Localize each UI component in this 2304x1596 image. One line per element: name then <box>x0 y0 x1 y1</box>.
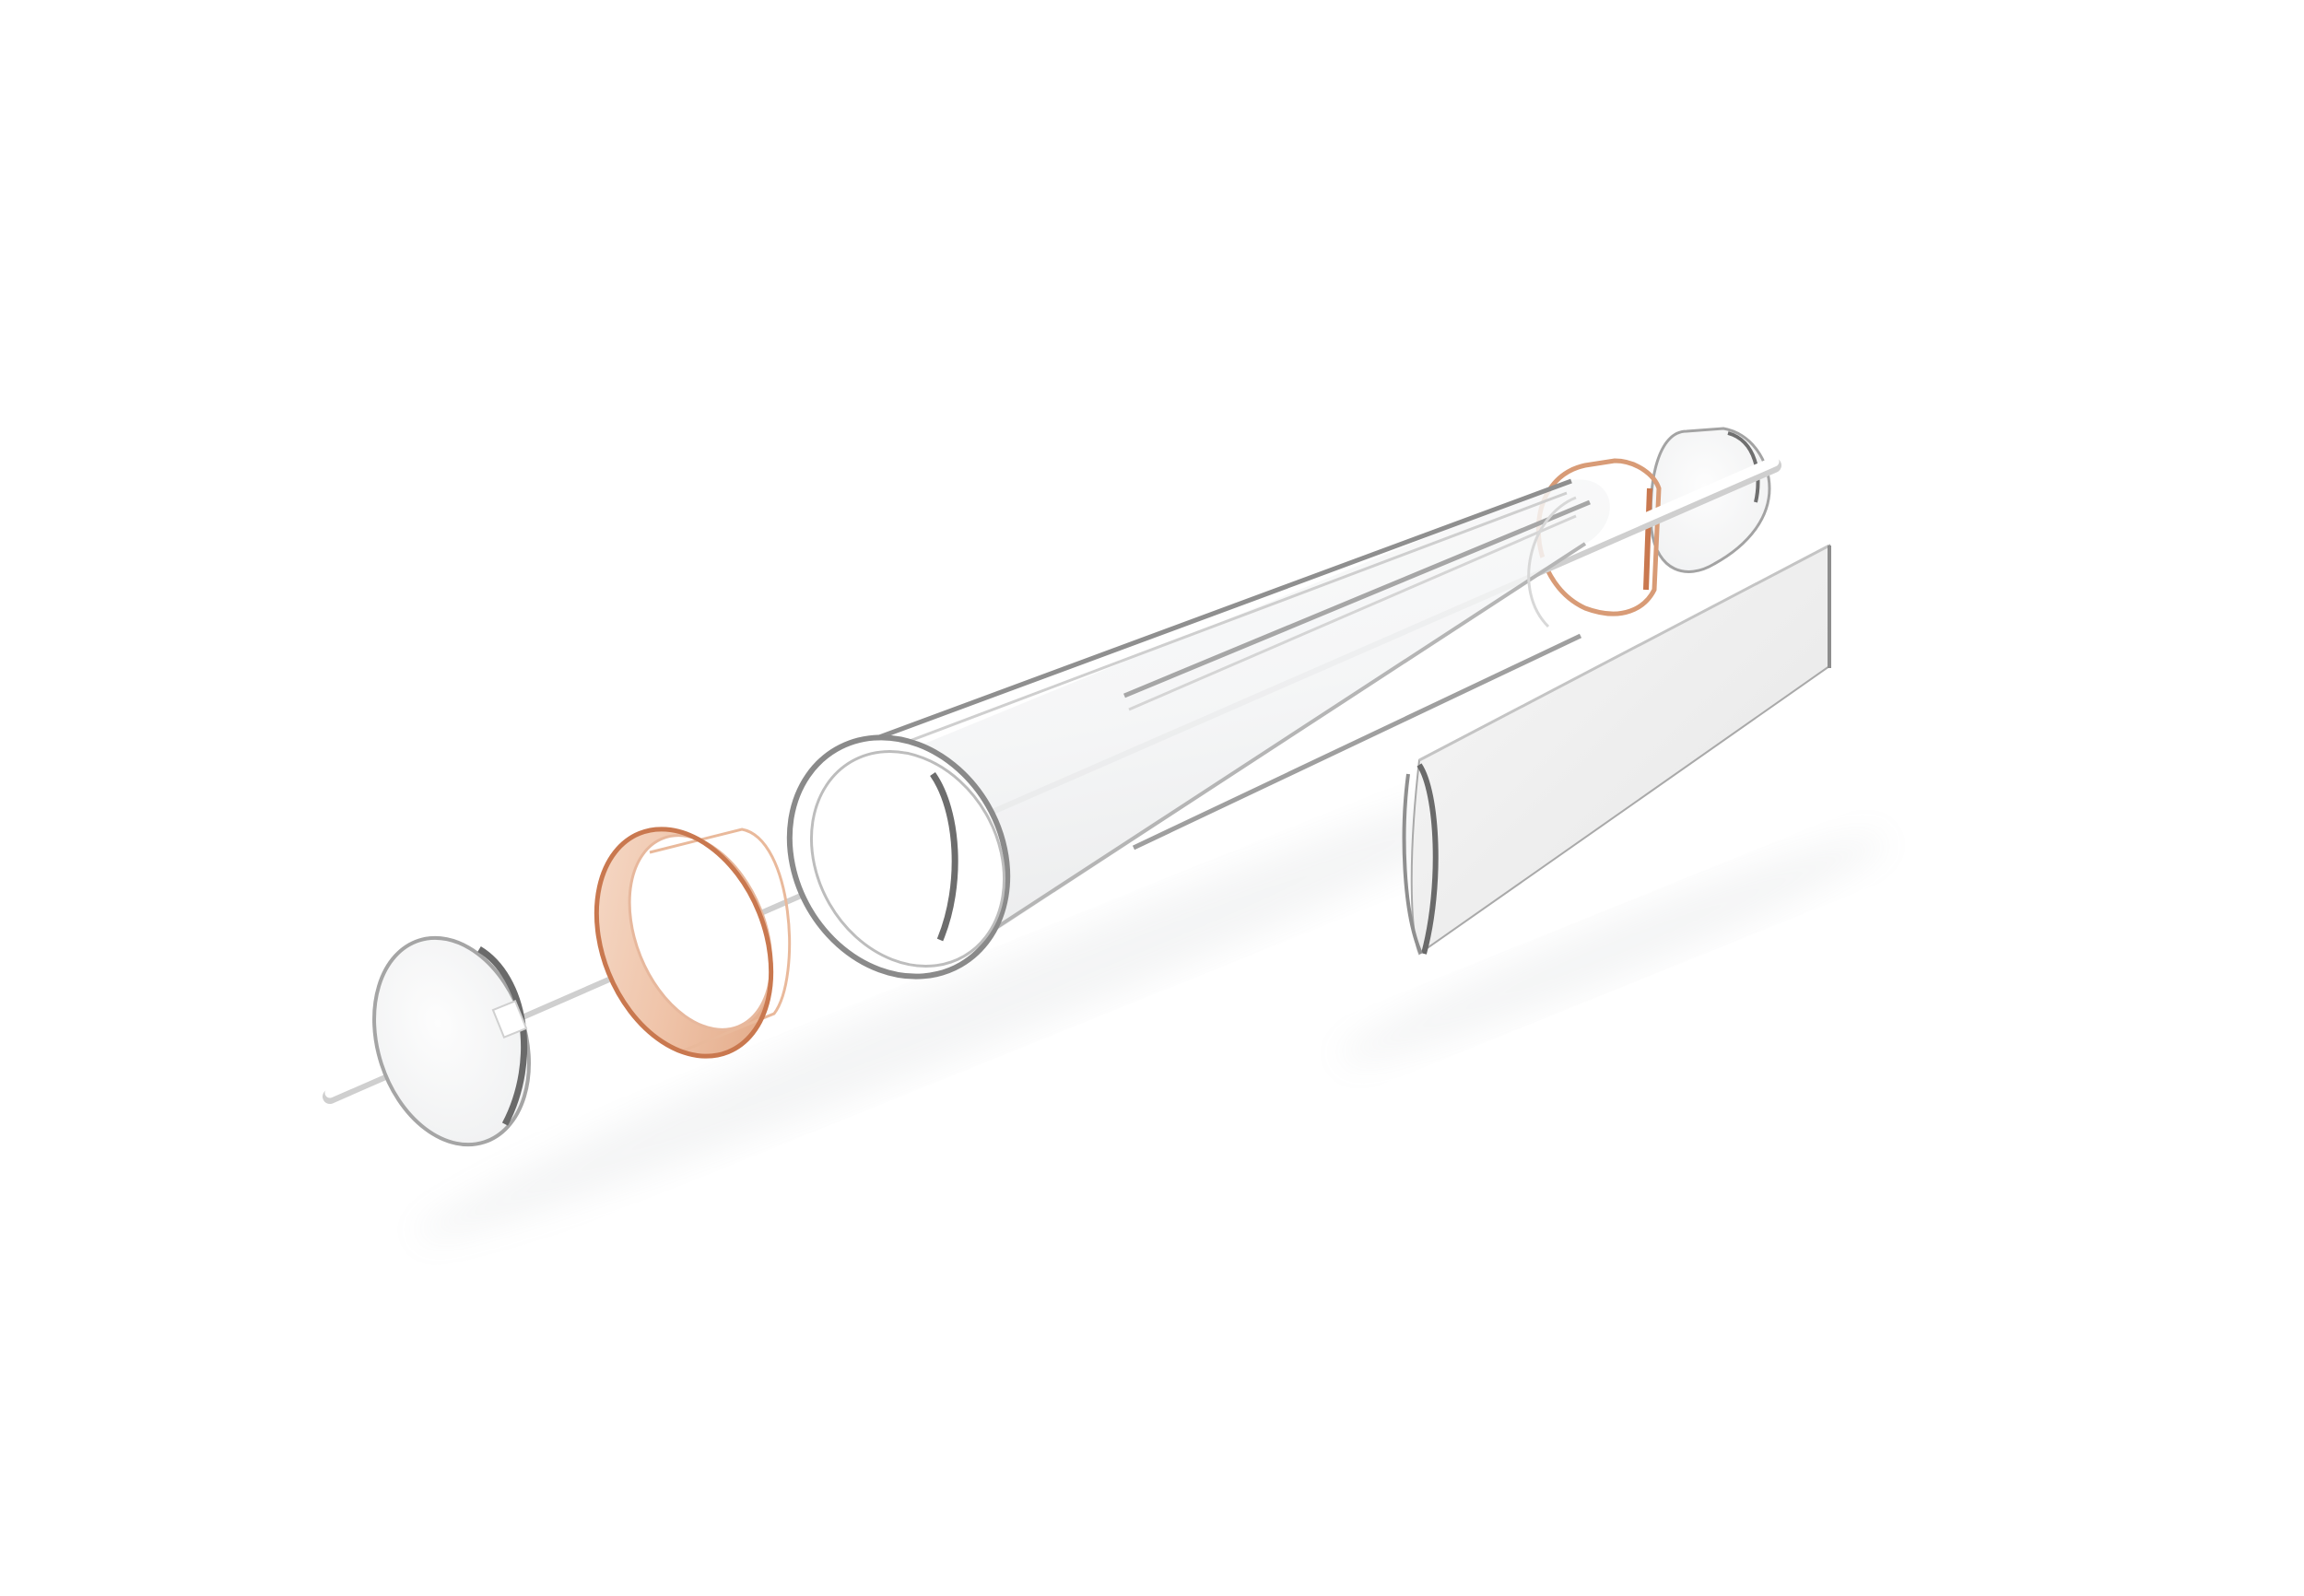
glass-tube <box>786 478 1610 980</box>
copper-ring-front <box>594 827 792 1059</box>
curved-glass-panel <box>1402 544 1831 956</box>
end-disc-front <box>372 935 531 1147</box>
floor-shadows <box>415 751 1887 1239</box>
